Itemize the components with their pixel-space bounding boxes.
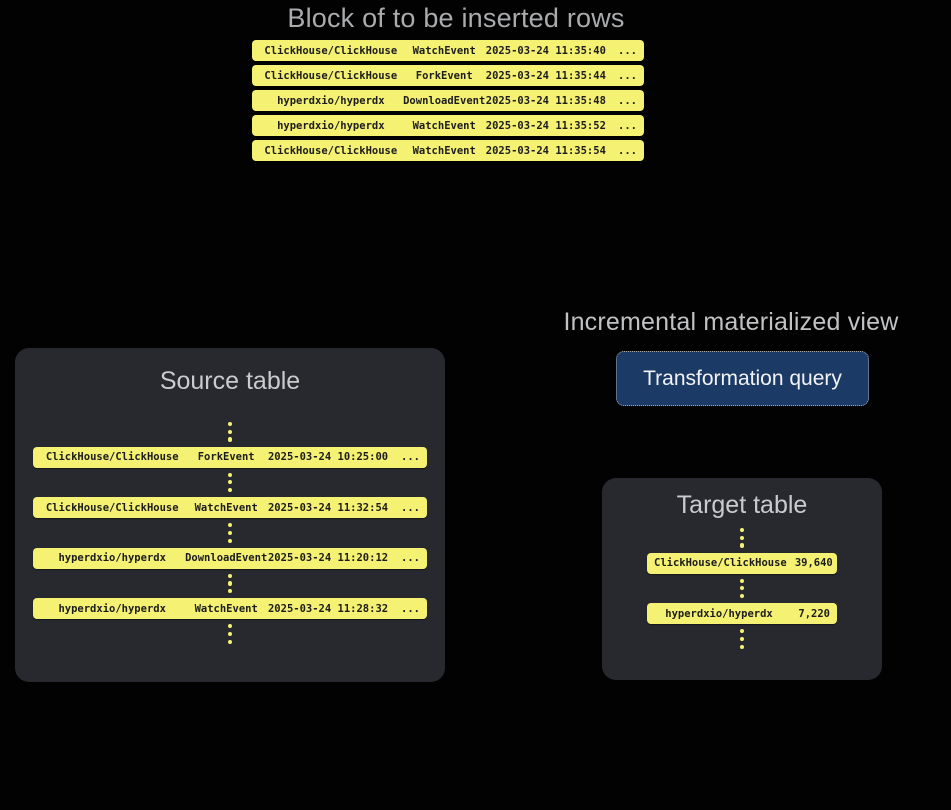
row-count: 39,640 bbox=[794, 557, 833, 570]
row-more: ... bbox=[618, 144, 637, 157]
inserted-row: ClickHouse/ClickHouse WatchEvent 2025-03… bbox=[252, 40, 644, 61]
row-event: DownloadEvent bbox=[185, 552, 268, 565]
target-table-flow: ClickHouse/ClickHouse 39,640 hyperdxio/h… bbox=[647, 528, 837, 649]
row-event: WatchEvent bbox=[194, 602, 258, 615]
source-table-flow: ClickHouse/ClickHouse ForkEvent 2025-03-… bbox=[33, 422, 427, 644]
source-row: ClickHouse/ClickHouse WatchEvent 2025-03… bbox=[33, 497, 427, 519]
source-row: hyperdxio/hyperdx DownloadEvent 2025-03-… bbox=[33, 547, 427, 569]
row-timestamp: 2025-03-24 10:25:00 bbox=[267, 451, 389, 464]
row-repo: ClickHouse/ClickHouse bbox=[45, 501, 179, 514]
target-row: ClickHouse/ClickHouse 39,640 bbox=[647, 552, 837, 574]
inserted-row: hyperdxio/hyperdx DownloadEvent 2025-03-… bbox=[252, 90, 644, 111]
row-event: WatchEvent bbox=[412, 44, 476, 57]
row-timestamp: 2025-03-24 11:20:12 bbox=[267, 552, 389, 565]
transformation-query-button: Transformation query bbox=[616, 351, 869, 406]
row-event: DownloadEvent bbox=[403, 94, 486, 107]
row-more: ... bbox=[401, 552, 420, 565]
target-table-title: Target table bbox=[676, 491, 808, 519]
row-repo: ClickHouse/ClickHouse bbox=[264, 69, 398, 82]
insert-block-title: Block of to be inserted rows bbox=[287, 3, 625, 33]
row-more: ... bbox=[618, 44, 637, 57]
row-timestamp: 2025-03-24 11:35:40 bbox=[485, 44, 606, 57]
row-event: ForkEvent bbox=[197, 451, 255, 464]
row-repo: ClickHouse/ClickHouse bbox=[45, 451, 179, 464]
row-more: ... bbox=[401, 602, 420, 615]
row-event: WatchEvent bbox=[194, 501, 258, 514]
inserted-row: ClickHouse/ClickHouse ForkEvent 2025-03-… bbox=[252, 65, 644, 86]
ellipsis-dots-icon bbox=[227, 523, 233, 543]
ellipsis-dots-icon bbox=[227, 422, 233, 442]
insert-block-rows: ClickHouse/ClickHouse WatchEvent 2025-03… bbox=[252, 40, 644, 161]
ellipsis-dots-icon bbox=[739, 528, 745, 548]
row-timestamp: 2025-03-24 11:35:52 bbox=[485, 119, 606, 132]
row-timestamp: 2025-03-24 11:35:44 bbox=[485, 69, 606, 82]
materialized-view-title: Incremental materialized view bbox=[563, 308, 899, 336]
row-repo: hyperdxio/hyperdx bbox=[58, 552, 166, 565]
inserted-row: hyperdxio/hyperdx WatchEvent 2025-03-24 … bbox=[252, 115, 644, 136]
row-event: ForkEvent bbox=[415, 69, 473, 82]
row-repo: hyperdxio/hyperdx bbox=[665, 607, 773, 620]
row-repo: hyperdxio/hyperdx bbox=[277, 94, 385, 107]
target-row: hyperdxio/hyperdx 7,220 bbox=[647, 603, 837, 625]
source-row: ClickHouse/ClickHouse ForkEvent 2025-03-… bbox=[33, 446, 427, 468]
row-timestamp: 2025-03-24 11:28:32 bbox=[267, 602, 389, 615]
row-repo: ClickHouse/ClickHouse bbox=[264, 44, 398, 57]
row-repo: hyperdxio/hyperdx bbox=[277, 119, 385, 132]
row-repo: ClickHouse/ClickHouse bbox=[264, 144, 398, 157]
row-more: ... bbox=[618, 69, 637, 82]
row-more: ... bbox=[401, 451, 420, 464]
row-event: WatchEvent bbox=[412, 119, 476, 132]
ellipsis-dots-icon bbox=[739, 578, 745, 599]
ellipsis-dots-icon bbox=[227, 573, 233, 594]
inserted-row: ClickHouse/ClickHouse WatchEvent 2025-03… bbox=[252, 140, 644, 161]
row-timestamp: 2025-03-24 11:35:48 bbox=[485, 94, 606, 107]
row-count: 7,220 bbox=[798, 607, 830, 620]
source-row: hyperdxio/hyperdx WatchEvent 2025-03-24 … bbox=[33, 598, 427, 620]
row-repo: hyperdxio/hyperdx bbox=[58, 602, 166, 615]
ellipsis-dots-icon bbox=[227, 472, 233, 493]
source-table-title: Source table bbox=[159, 367, 301, 395]
row-event: WatchEvent bbox=[412, 144, 476, 157]
target-table-panel: Target table ClickHouse/ClickHouse 39,64… bbox=[602, 478, 882, 680]
row-timestamp: 2025-03-24 11:35:54 bbox=[485, 144, 606, 157]
ellipsis-dots-icon bbox=[739, 629, 745, 649]
ellipsis-dots-icon bbox=[227, 624, 233, 644]
row-more: ... bbox=[618, 94, 637, 107]
row-repo: ClickHouse/ClickHouse bbox=[654, 557, 787, 570]
row-more: ... bbox=[401, 501, 420, 514]
row-more: ... bbox=[618, 119, 637, 132]
source-table-panel: Source table ClickHouse/ClickHouse ForkE… bbox=[15, 348, 445, 682]
row-timestamp: 2025-03-24 11:32:54 bbox=[267, 501, 389, 514]
